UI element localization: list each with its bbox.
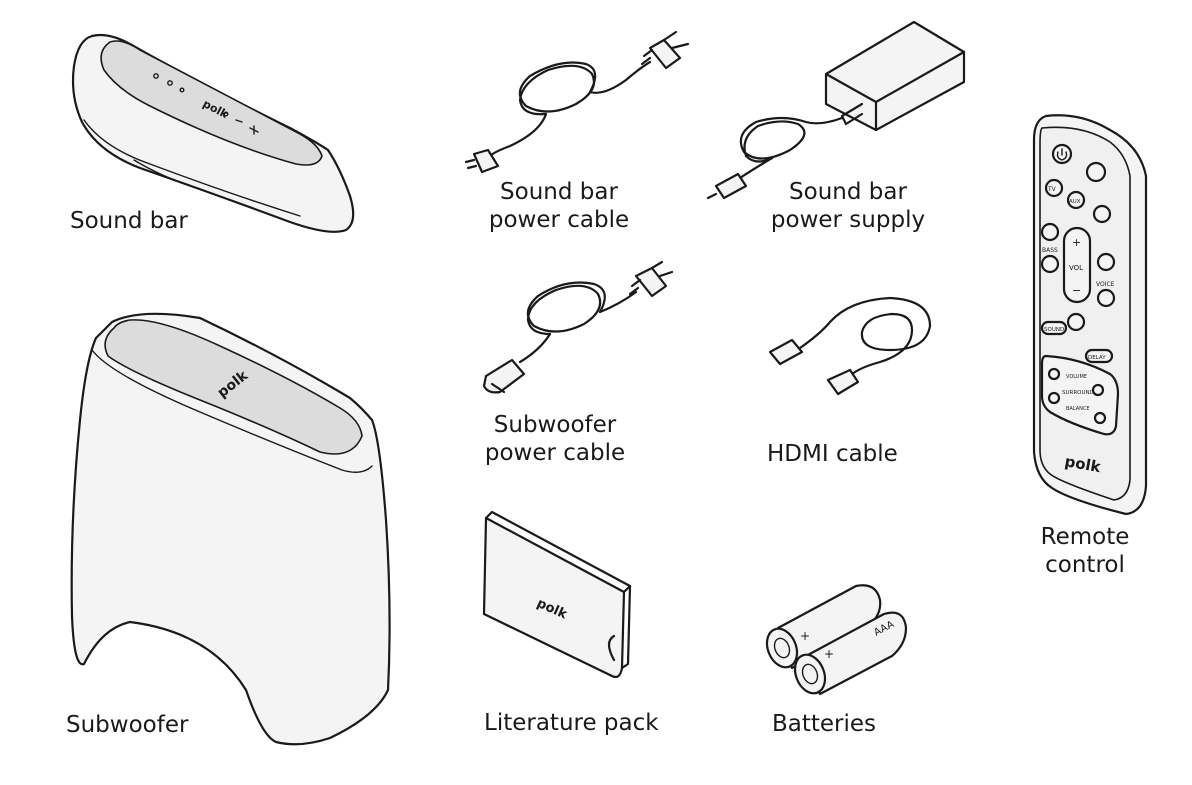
label-batteries: Batteries xyxy=(772,711,877,737)
remote-vol-label: VOL xyxy=(1069,264,1083,272)
remote-voice-label: VOICE xyxy=(1096,281,1115,288)
remote-balance-label: BALANCE xyxy=(1066,406,1090,412)
label-hdmi-cable: HDMI cable xyxy=(767,441,898,467)
remote-vol-plus: + xyxy=(1072,236,1081,249)
label-sound-bar: Sound bar xyxy=(70,208,188,234)
input-button-icon xyxy=(1085,161,1107,183)
hdmi-cable-illustration xyxy=(768,296,932,396)
sound-bar-power-supply-illustration xyxy=(706,20,966,200)
remote-sound-label: SOUND xyxy=(1044,327,1064,333)
subwoofer-power-cable-illustration xyxy=(482,260,674,394)
remote-vol-minus: − xyxy=(1072,284,1081,297)
battery-polarity-2: + xyxy=(824,647,834,661)
bluetooth-button-icon xyxy=(1092,204,1112,224)
remote-tv-label: TV xyxy=(1047,186,1057,193)
remote-delay-label: DELAY xyxy=(1088,355,1106,361)
mute-button-icon xyxy=(1066,312,1086,332)
batteries-illustration: + + AAA xyxy=(765,584,908,696)
literature-pack-illustration: polk xyxy=(482,510,632,679)
sound-bar-illustration: polk xyxy=(71,33,355,233)
label-literature-pack: Literature pack xyxy=(484,710,659,736)
remote-volume-label: VOLUME xyxy=(1066,374,1087,380)
label-remote-control: Remote control xyxy=(1040,524,1130,578)
label-sound-bar-power-supply: Sound bar power supply xyxy=(770,179,926,233)
label-sound-bar-power-cable: Sound bar power cable xyxy=(488,179,630,233)
battery-polarity-1: + xyxy=(800,629,810,643)
label-subwoofer-power-cable: Subwoofer power cable xyxy=(484,412,626,466)
remote-control-illustration: TV AUX BASS + VOL − VOICE SOUND DELAY VO… xyxy=(1032,114,1148,516)
remote-aux-label: AUX xyxy=(1069,199,1081,205)
subwoofer-illustration: polk xyxy=(70,312,391,746)
sound-bar-power-cable-illustration xyxy=(464,30,690,174)
remote-surround-label: SURROUND xyxy=(1062,390,1094,396)
label-subwoofer: Subwoofer xyxy=(66,712,189,738)
remote-bass-label: BASS xyxy=(1042,247,1058,254)
